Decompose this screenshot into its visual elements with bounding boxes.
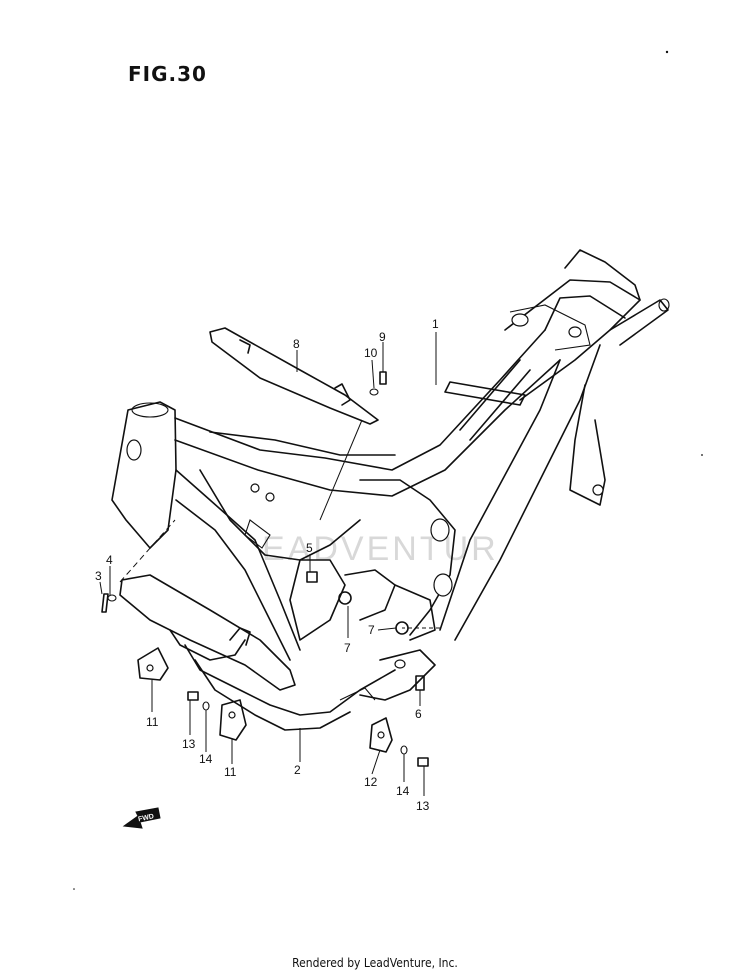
callout-11-left: 11 — [146, 715, 159, 729]
callout-8: 8 — [293, 337, 300, 351]
bracket-part-8 — [209, 327, 379, 425]
figure-title: FIG.30 — [128, 62, 207, 86]
callout-1: 1 — [432, 317, 439, 331]
callout-12: 12 — [364, 775, 378, 789]
main-frame-part-1 — [111, 249, 670, 661]
callout-13-right: 13 — [416, 799, 430, 813]
forward-arrow-icon: FWD — [122, 807, 161, 829]
fasteners — [101, 371, 429, 767]
callout-7-right: 7 — [368, 623, 375, 637]
leader-lines — [99, 332, 440, 796]
footer-credit: Rendered by LeadVenture, Inc. — [292, 956, 458, 970]
callout-5: 5 — [306, 541, 313, 555]
callout-10: 10 — [364, 346, 378, 360]
callout-labels: 1 8 9 10 5 4 3 7 7 6 11 13 14 11 2 12 14… — [95, 317, 439, 813]
callout-11-right: 11 — [224, 765, 237, 779]
callout-14-right: 14 — [396, 784, 410, 798]
callout-2: 2 — [294, 763, 301, 777]
callout-4: 4 — [106, 553, 113, 567]
callout-7-lower: 7 — [344, 641, 351, 655]
callout-3: 3 — [95, 569, 102, 583]
callout-6: 6 — [415, 707, 422, 721]
lower-cradle-part-2 — [119, 574, 436, 731]
fwd-label: FWD — [138, 813, 155, 823]
callout-13-left: 13 — [182, 737, 196, 751]
callout-9: 9 — [379, 330, 386, 344]
watermark: EADVENTUR — [262, 530, 499, 568]
callout-14-left: 14 — [199, 752, 213, 766]
